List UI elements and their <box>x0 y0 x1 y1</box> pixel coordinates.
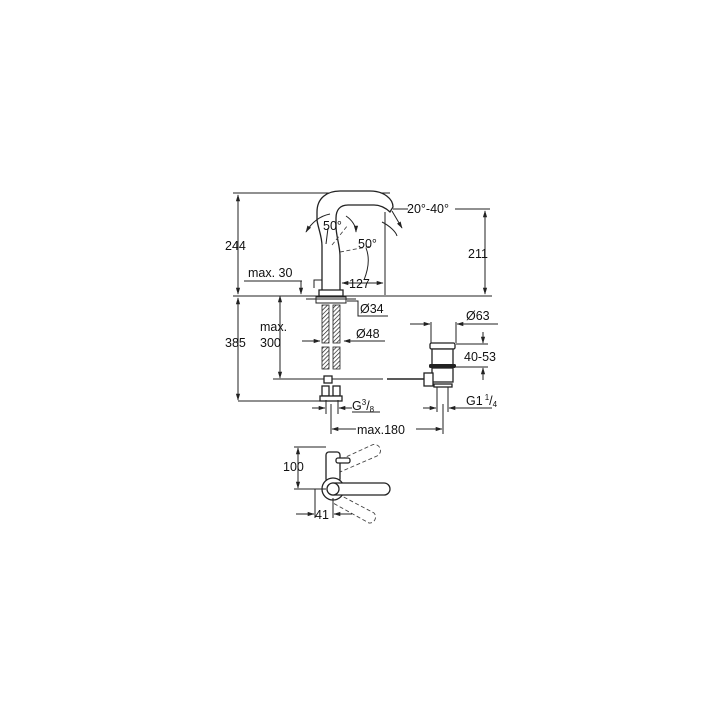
faucet-base <box>318 289 344 297</box>
swivel-arrow <box>391 210 403 229</box>
swivel-arc <box>381 221 398 237</box>
lever-line <box>325 227 329 245</box>
waste-lever-housing <box>423 372 434 387</box>
deck-thickness-label: max. 30 <box>248 266 293 280</box>
handle-dashed-lower <box>332 493 376 524</box>
below-deck-height-label: 385 <box>225 336 246 350</box>
handle-dashed-upper <box>334 444 381 473</box>
faucet-body <box>316 190 394 293</box>
width-label: 41 <box>315 508 329 522</box>
lever-angle-1-label: 50° <box>323 219 342 233</box>
lever-dashed-2 <box>339 245 373 253</box>
base-diameter-label: Ø34 <box>360 302 384 316</box>
overall-height-label: 244 <box>225 239 246 253</box>
max-300-label: 300 <box>260 336 281 350</box>
waste-range-label: 40-53 <box>464 350 496 364</box>
valve-left <box>321 385 330 397</box>
hose-left-lower <box>321 346 330 370</box>
angle-arc-lower <box>363 247 369 281</box>
base-inner <box>326 482 340 496</box>
hose-left-upper <box>321 304 330 344</box>
faucet-side-view: 50° 50° 20°-40° 244 211 127 max. 30 <box>225 190 492 297</box>
depth-label: 100 <box>283 460 304 474</box>
below-deck-view: Ø34 Ø48 max. 300 385 G3/8 <box>225 295 444 437</box>
handle-top <box>332 482 391 496</box>
valve-base <box>319 395 343 402</box>
rod-clamp <box>323 375 333 384</box>
spout-height-label: 211 <box>468 247 488 261</box>
aerator-top <box>335 457 351 464</box>
waste-lower <box>431 367 454 383</box>
hose-right-lower <box>332 346 341 370</box>
waste-flange <box>429 342 456 350</box>
lever-dashed-1 <box>331 224 349 246</box>
hole-diameter-label: Ø48 <box>356 327 380 341</box>
waste-tail-cap <box>433 383 453 388</box>
waste-reach-label: max.180 <box>357 423 405 437</box>
lever-angle-2-label: 50° <box>358 237 377 251</box>
supply-thread-label: G3/8 <box>352 398 375 414</box>
waste-diameter-label: Ø63 <box>466 309 490 323</box>
top-view: 100 41 <box>283 444 391 524</box>
popup-rod <box>313 279 322 288</box>
mounting-nut <box>315 296 347 304</box>
hose-right-upper <box>332 304 341 344</box>
max-label: max. <box>260 320 287 334</box>
spout-reach-label: 127 <box>349 277 370 291</box>
angle-arc-right <box>345 215 359 233</box>
valve-right <box>332 385 341 397</box>
spout-swivel-label: 20°-40° <box>407 202 449 216</box>
angle-arc-left <box>305 213 331 233</box>
dim-34-leader <box>347 300 388 317</box>
waste-nut <box>429 364 456 368</box>
